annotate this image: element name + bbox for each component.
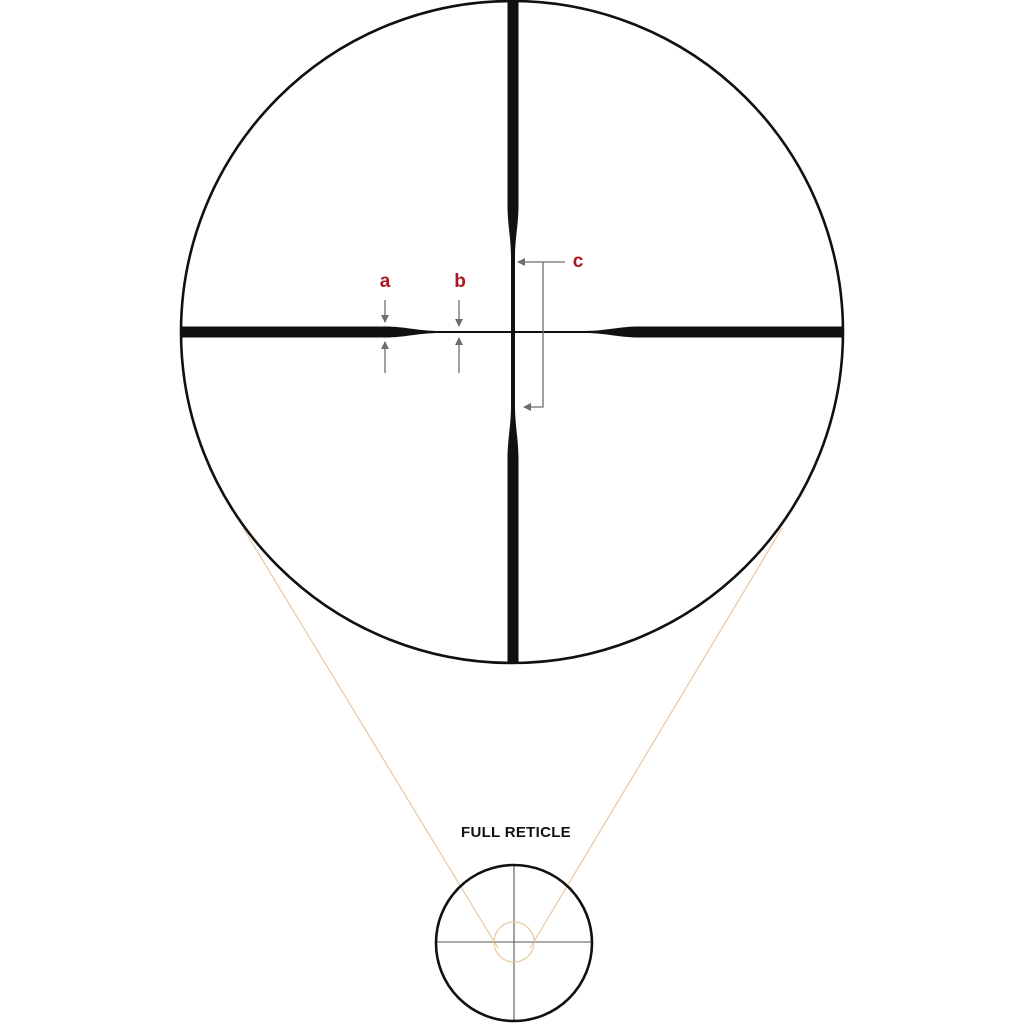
thumb-zoom-region xyxy=(493,921,535,963)
zoom-connector-lines xyxy=(242,527,783,949)
full-reticle-caption: FULL RETICLE xyxy=(461,824,571,841)
magnified-reticle xyxy=(179,0,845,665)
callout-label-b: b xyxy=(454,271,466,292)
callout-label-c: c xyxy=(573,251,584,272)
full-reticle-thumbnail xyxy=(434,863,594,1023)
zoom-line-left xyxy=(242,527,499,949)
vertical-crosshair xyxy=(507,1,519,663)
reticle-outer-ring xyxy=(179,0,845,665)
thumb-outer-ring xyxy=(434,863,594,1023)
zoom-line-right xyxy=(529,527,783,949)
bracket-c xyxy=(523,261,565,411)
callout-label-a: a xyxy=(380,271,391,292)
dimension-callouts xyxy=(381,258,565,411)
